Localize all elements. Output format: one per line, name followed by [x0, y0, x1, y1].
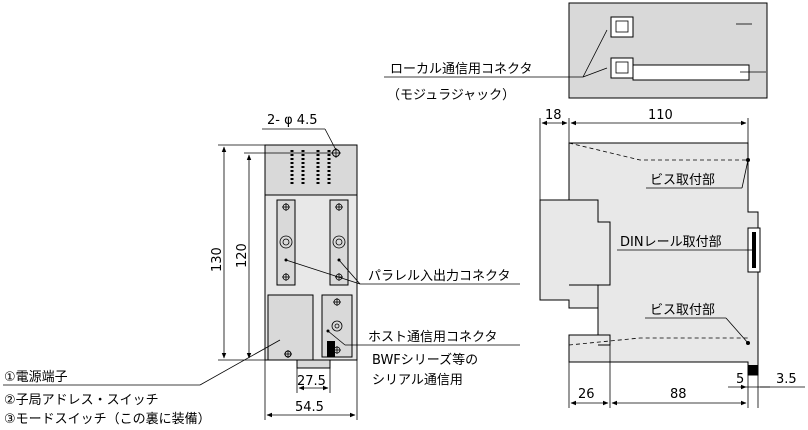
- side-body: [539, 142, 759, 376]
- front-top-panel: [264, 144, 358, 196]
- modular-jack-upper: [610, 16, 634, 38]
- din-rail-label: DINレール取付部: [620, 235, 722, 250]
- parallel-io-label: パラレル入出力コネクタ: [368, 269, 510, 284]
- parallel-io-connector-1: [276, 199, 296, 286]
- dim-top-left: 18: [545, 108, 562, 123]
- modular-jack-lower: [610, 57, 634, 79]
- connector-inset: ローカル通信用コネクタ （モジュラジャック）: [384, 2, 768, 103]
- legend-item-power: ①電源端子: [4, 370, 68, 385]
- front-view: 2- φ 4.5 130 120 27.5 54.5 パラレル入出力コネクタ ホ…: [3, 113, 520, 427]
- inset-panel: [568, 2, 768, 99]
- screw-mount-top-label: ビス取付部: [650, 173, 715, 188]
- led-columns: [290, 150, 331, 185]
- dim-bottom-mid: 88: [670, 387, 687, 402]
- dim-connector-width: 27.5: [297, 374, 326, 389]
- legend-item-mode-switch: ③モードスイッチ（この裏に装備）: [4, 411, 211, 427]
- local-connector-sub: （モジュラジャック）: [387, 88, 515, 103]
- dim-top-right: 110: [648, 108, 673, 123]
- host-connector-label: ホスト通信用コネクタ: [368, 330, 497, 345]
- dim-height-inner: 120: [235, 243, 250, 268]
- side-view: 18 110 26 88 5 3.5 ビス取付部 DINレール取付部 ビス取付部: [539, 108, 805, 408]
- local-connector-label: ローカル通信用コネクタ: [390, 62, 532, 77]
- dim-bottom-small: 5: [736, 372, 744, 387]
- legend-item-address-switch: ②子局アドレス・スイッチ: [4, 393, 159, 408]
- dim-width-total: 54.5: [295, 400, 324, 415]
- host-connector-sub2: シリアル通信用: [372, 373, 463, 388]
- dim-height-total: 130: [210, 247, 225, 272]
- dim-bottom-left: 26: [578, 387, 595, 402]
- hole-label: 2- φ 4.5: [267, 113, 317, 128]
- front-bottom-tab: [296, 359, 331, 369]
- rail-slot: [632, 64, 750, 81]
- parallel-io-connector-2: [329, 199, 349, 286]
- power-terminal: [267, 294, 314, 361]
- dim-bottom-right: 3.5: [776, 372, 797, 387]
- screw-mount-bottom-label: ビス取付部: [650, 303, 715, 318]
- host-connector-sub1: BWFシリーズ等の: [372, 352, 478, 368]
